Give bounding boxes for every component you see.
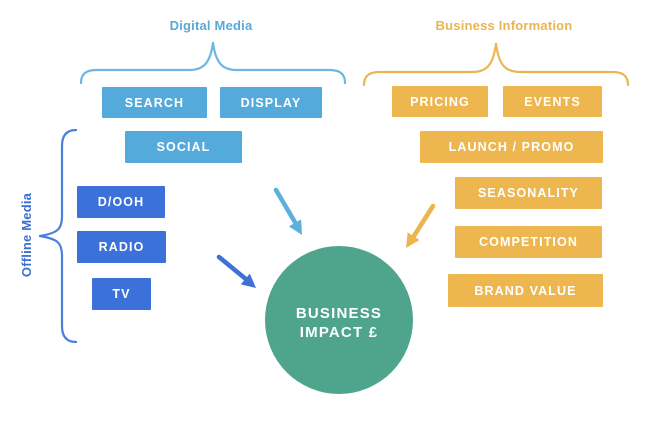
- business-information-brace: [362, 42, 630, 87]
- business-information-label: Business Information: [435, 18, 573, 33]
- node-search: SEARCH: [102, 87, 207, 118]
- node-events: EVENTS: [503, 86, 602, 117]
- node-tv: TV: [92, 278, 151, 310]
- node-seasonality: SEASONALITY: [455, 177, 602, 209]
- offline-media-brace: [38, 128, 78, 344]
- business-impact-circle: BUSINESS IMPACT £: [265, 246, 413, 394]
- business-impact-line2: IMPACT £: [299, 324, 379, 341]
- digital-media-label: Digital Media: [169, 18, 253, 33]
- node-social: SOCIAL: [125, 131, 242, 163]
- node-dooh: D/OOH: [77, 186, 165, 218]
- node-radio: RADIO: [77, 231, 166, 263]
- digital-media-arrow: [273, 187, 302, 235]
- offline-media-arrow: [216, 254, 256, 288]
- node-launch-promo: LAUNCH / PROMO: [420, 131, 603, 163]
- offline-media-label: Offline Media: [19, 192, 34, 278]
- node-brand-value: BRAND VALUE: [448, 274, 603, 307]
- node-display: DISPLAY: [220, 87, 322, 118]
- business-impact-line1: BUSINESS: [295, 304, 383, 322]
- node-competition: COMPETITION: [455, 226, 602, 258]
- digital-media-brace: [79, 41, 347, 85]
- node-pricing: PRICING: [392, 86, 488, 117]
- business-information-arrow: [406, 203, 436, 248]
